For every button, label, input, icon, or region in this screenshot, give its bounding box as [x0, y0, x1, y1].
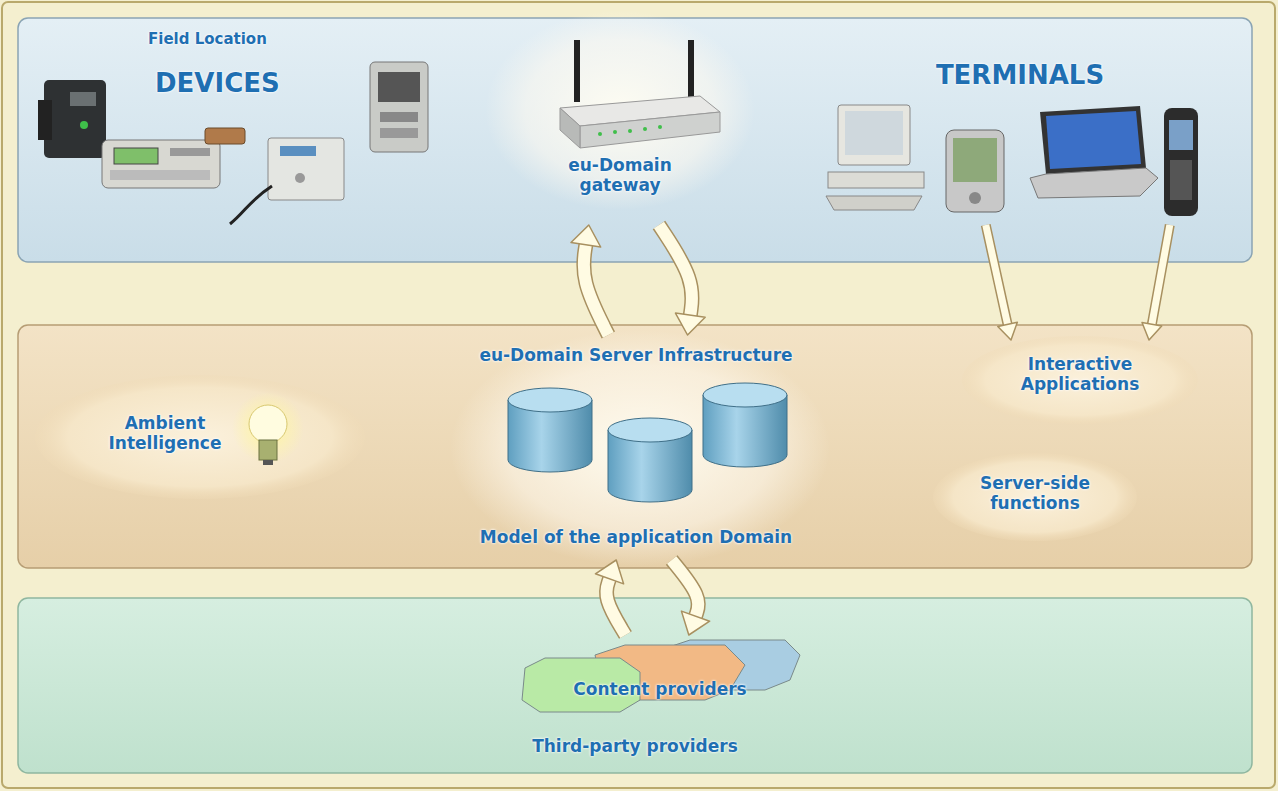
node-text: eu-Domain gateway — [555, 155, 685, 196]
arrow-body — [584, 245, 609, 335]
arrow-head — [681, 611, 709, 635]
router-icon — [560, 40, 720, 148]
arrow-head — [595, 560, 623, 584]
model-node: eu-Domain Server InfrastructureModel of … — [442, 335, 838, 560]
arrow-head — [998, 322, 1018, 340]
dosing-pump-icon — [38, 80, 106, 158]
arrow-outline — [584, 245, 609, 335]
arrow-body — [606, 579, 625, 635]
interactive-node: Interactive Applications — [965, 340, 1195, 420]
flow-arrow — [672, 560, 710, 635]
node-text: Model of the application Domain — [446, 527, 826, 547]
light-bulb-icon — [232, 392, 304, 465]
flow-arrow — [659, 225, 705, 335]
field-band: Field Location eu-Domain gateway TERMINALS — [18, 18, 1252, 262]
laptop-icon — [1030, 106, 1158, 198]
provider-band — [18, 598, 1252, 773]
database-cylinders — [508, 383, 787, 502]
flow-arrow — [986, 225, 1018, 340]
node-text: Ambient Intelligence — [85, 413, 245, 454]
content-node: Content providers — [516, 635, 804, 715]
node-text: eu-Domain Server Infrastructure — [446, 345, 826, 365]
ambient-node: Ambient Intelligence — [40, 375, 360, 500]
node-text: Third-party providers — [18, 736, 1252, 756]
pda-icon — [946, 130, 1004, 212]
arrow-head — [1142, 322, 1162, 340]
desktop-computer-icon — [826, 105, 924, 210]
gateway-glow — [485, 10, 755, 210]
arrow-outline — [672, 560, 699, 616]
arrow-body — [672, 560, 699, 616]
gateway-node: eu-Domain gateway — [490, 35, 750, 225]
arrow-outline — [606, 579, 625, 635]
node-text: Server-side functions — [965, 473, 1105, 514]
arrow-body — [659, 225, 692, 315]
flow-arrow — [1142, 225, 1170, 340]
arrow-outline — [659, 225, 692, 315]
node-text: Interactive Applications — [1005, 354, 1155, 395]
panel-device-icon — [370, 62, 428, 152]
server-band — [18, 325, 1252, 568]
node-text: Field Location — [148, 30, 267, 48]
arrow-head — [675, 313, 705, 335]
arrow-body — [1152, 225, 1170, 324]
arrow-head — [571, 225, 601, 247]
node-text: Content providers — [520, 679, 800, 699]
provider-hexagons — [522, 640, 800, 712]
server-side-node: Server-side functions — [935, 455, 1135, 540]
flow-arrow — [595, 560, 625, 635]
interactive-glow — [962, 336, 1198, 424]
terminals-group: TERMINALS — [806, 60, 1234, 225]
server-side-glow — [933, 453, 1137, 541]
syringe-pump-icon — [102, 128, 245, 188]
arrow-body — [986, 225, 1008, 324]
arrow-outline — [1152, 225, 1170, 324]
mobile-phone-icon — [1164, 108, 1198, 216]
group-label: DEVICES — [155, 68, 280, 99]
flow-arrow — [571, 225, 608, 335]
ambient-glow — [35, 375, 365, 499]
arrow-outline — [986, 225, 1008, 324]
provider-band: Third-party providers Content providers — [14, 598, 1256, 773]
controller-icon — [230, 138, 344, 224]
node-text: TERMINALS — [810, 60, 1230, 91]
